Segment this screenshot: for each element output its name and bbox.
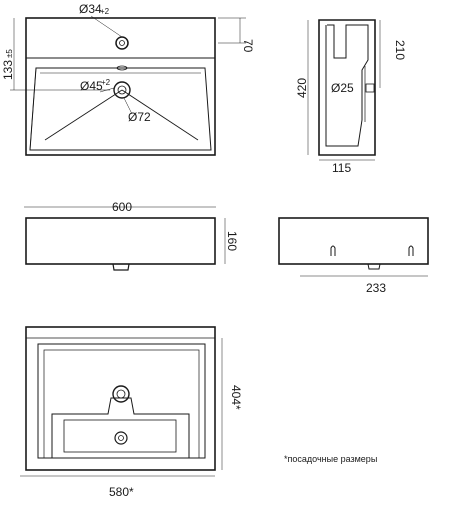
front-view	[24, 206, 226, 271]
bowl-radius-label: Ø72	[128, 110, 151, 124]
tap-hole-tolerance-label: +2	[100, 7, 110, 16]
top-view	[10, 15, 246, 156]
depth-to-drain-label: 133	[1, 60, 15, 80]
drain-tolerance-label: +2	[101, 78, 111, 87]
cutout-width-label: 580*	[109, 485, 134, 499]
tap-hole-offset-label: 70	[241, 39, 255, 53]
side-section	[307, 19, 381, 161]
front-height-label: 160	[225, 231, 239, 251]
cutout-view-outer	[25, 326, 216, 471]
overflow-diameter-label: Ø25	[331, 81, 354, 95]
front-width-label: 600	[112, 200, 132, 214]
side-section-outline	[318, 19, 376, 156]
rear-view-outline	[278, 217, 429, 265]
section-height-total-label: 420	[295, 78, 309, 98]
cutout-view	[20, 326, 223, 477]
rear-view	[278, 217, 429, 277]
tap-hole	[115, 36, 129, 50]
cutout-drain-hole	[114, 431, 128, 445]
drain-hole	[113, 81, 131, 99]
mounting-note: *посадочные размеры	[284, 454, 377, 464]
tap-hole-diameter-label: Ø34	[79, 2, 102, 16]
bowl-inner	[29, 67, 212, 151]
drain-diameter-label: Ø45	[80, 79, 103, 93]
rear-width-label: 233	[366, 281, 386, 295]
cutout-tap-hole	[112, 385, 130, 403]
top-view-outer	[25, 17, 216, 156]
base-depth-label: 115	[332, 161, 351, 175]
cutout-depth-label: 404*	[229, 385, 243, 410]
section-height-upper-label: 210	[393, 40, 407, 60]
depth-tolerance-label: ±5	[5, 49, 14, 58]
front-view-outline	[25, 217, 216, 265]
